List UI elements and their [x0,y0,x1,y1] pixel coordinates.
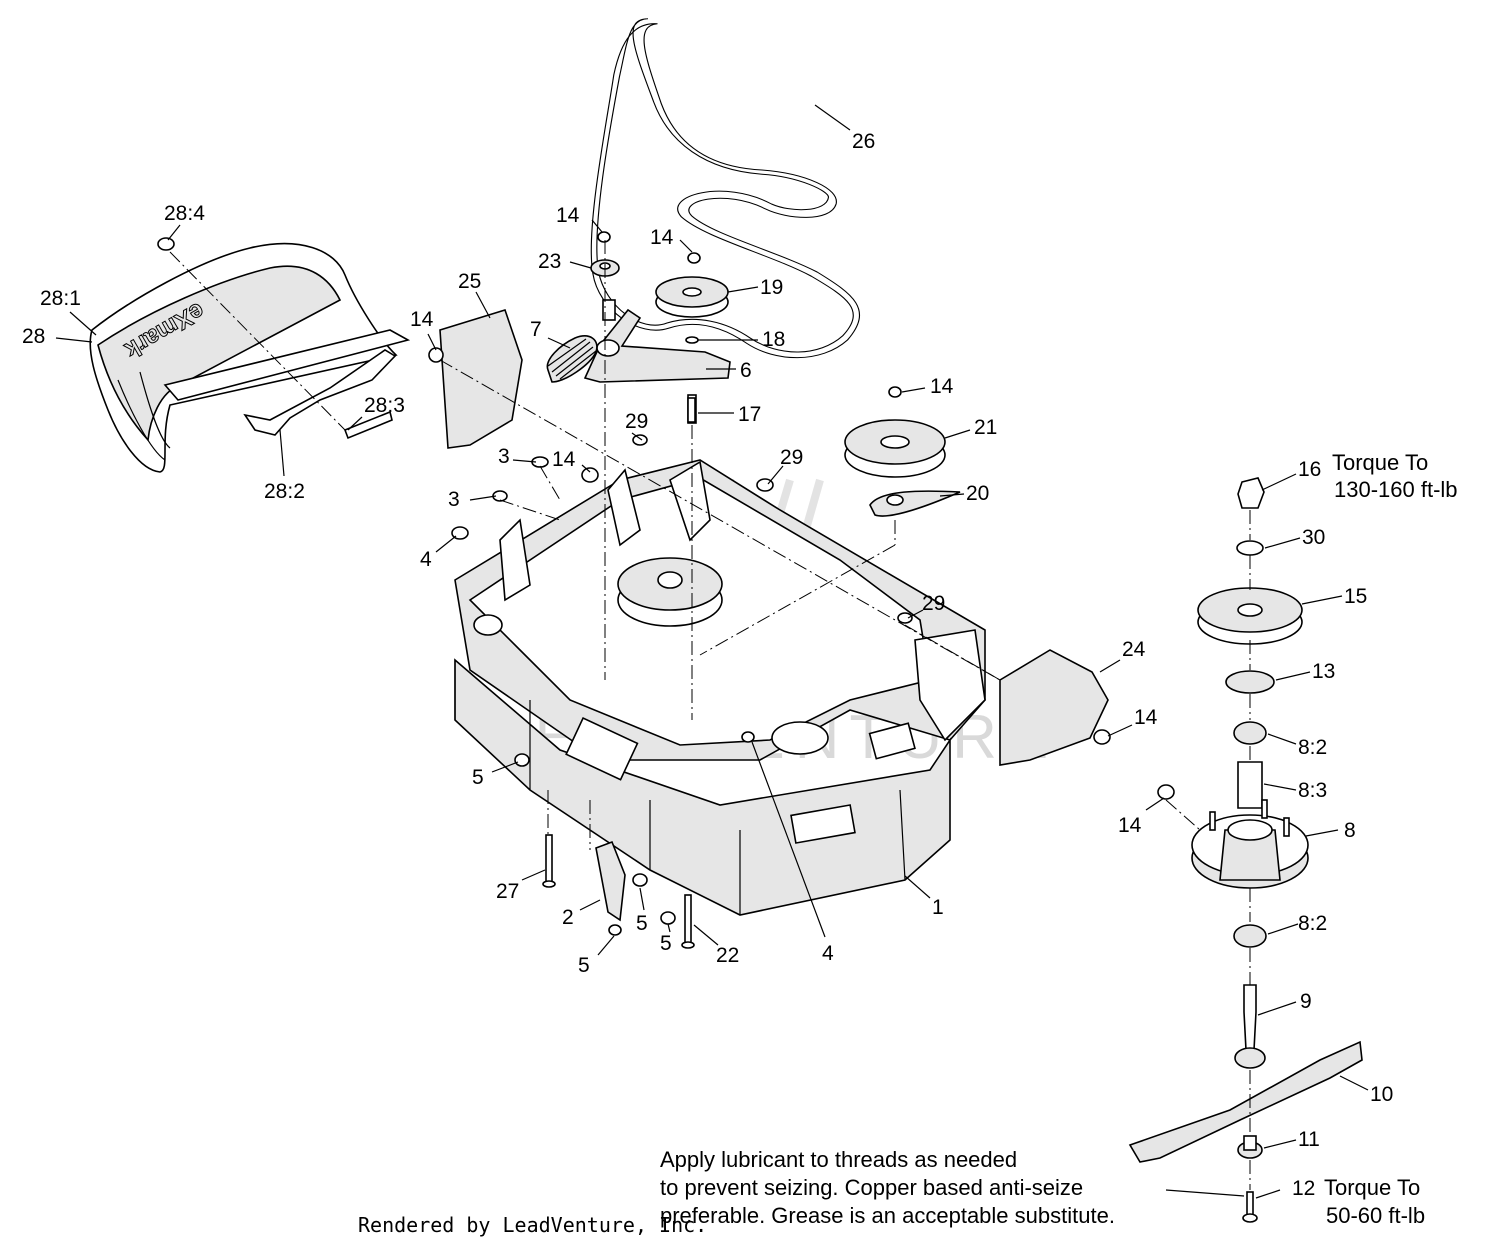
callout-8: 8 [1344,819,1356,842]
extension-spring-7 [546,335,598,383]
callout-8-3: 8:3 [1298,779,1327,802]
bolt-17 [687,397,696,423]
callout-18: 18 [762,328,785,351]
bearing-8-2-upper [1233,721,1267,745]
callout-30: 30 [1302,526,1325,549]
lubricant-note-line3: preferable. Grease is an acceptable subs… [660,1203,1115,1228]
callout-28-3: 28:3 [364,394,405,417]
callout-28-1: 28:1 [40,287,81,310]
callout-17: 17 [738,403,761,426]
callout-14: 14 [1118,814,1142,837]
callout-28-4: 28:4 [164,202,205,225]
callout-25: 25 [458,270,481,293]
callout-19: 19 [760,276,783,299]
callout-12: 12 [1292,1177,1315,1200]
callout-14: 14 [930,375,954,398]
callout-28: 28 [22,325,45,348]
bearing-8-2-lower [1233,924,1267,948]
spacer-13 [1225,670,1275,694]
bolt-22 [681,894,695,949]
spindle-shaft-9 [1234,984,1266,1069]
callout-1: 1 [932,896,944,919]
callout-11: 11 [1298,1128,1320,1151]
callout-29: 29 [922,592,945,615]
pulley-guard-20 [869,490,961,517]
callout-2: 2 [562,906,574,929]
callout-3: 3 [448,488,460,511]
deck-shield-24 [999,649,1109,766]
callout-14: 14 [410,308,434,331]
callout-8-2: 8:2 [1298,912,1327,935]
callout-8-2: 8:2 [1298,736,1327,759]
callout-4: 4 [822,942,834,965]
spindle-pulley-on-deck [617,557,723,627]
callout-5: 5 [578,954,590,977]
mower-deck-1 [454,459,986,916]
callout-16: 16 [1298,458,1321,481]
callout-9: 9 [1300,990,1312,1013]
render-credit: Rendered by LeadVenture, Inc. [358,1213,707,1237]
torque-12-line2: 50-60 ft-lb [1326,1203,1425,1228]
pulley-15 [1197,587,1303,645]
blade-10 [1128,1040,1363,1163]
callout-15: 15 [1344,585,1367,608]
callout-23: 23 [538,250,561,273]
lubricant-note-line1: Apply lubricant to threads as needed [660,1147,1017,1172]
callout-5: 5 [636,912,648,935]
spindle-housing-8 [1191,799,1309,889]
callout-14: 14 [1134,706,1158,729]
callout-14: 14 [650,226,674,249]
nut-16 [1237,477,1265,509]
callout-28-2: 28:2 [264,480,305,503]
callout-4: 4 [420,548,432,571]
callout-24: 24 [1122,638,1146,661]
torque-12-line1: Torque To [1324,1175,1420,1200]
idler-pulley-21 [844,386,946,478]
callout-labels: 26 28:4 28:1 28 28:3 28:2 14 23 14 19 25… [22,130,1393,1200]
callout-29: 29 [625,410,648,433]
washer-30 [1236,540,1264,556]
callout-13: 13 [1312,660,1335,683]
callout-5: 5 [660,932,672,955]
callout-27: 27 [496,880,519,903]
callout-14: 14 [556,204,580,227]
callout-6: 6 [740,359,752,382]
bolt-27 [542,834,556,888]
callout-leaders [55,104,1369,1199]
spacer-8-3 [1237,761,1263,809]
spindle-assembly [1128,477,1363,1223]
torque-16-line1: Torque To [1332,450,1428,475]
idler-pulley-19 [655,252,729,424]
deck-shield-25 [439,309,523,449]
callout-10: 10 [1370,1083,1393,1106]
callout-29: 29 [780,446,803,469]
hardware-set [157,237,1175,936]
discharge-bracket-2 [595,840,626,922]
torque-16-line2: 130-160 ft-lb [1334,477,1458,502]
callout-22: 22 [716,944,739,967]
callout-26: 26 [852,130,875,153]
callout-14: 14 [552,448,576,471]
callout-7: 7 [530,318,542,341]
lubricant-note-line2: to prevent seizing. Copper based anti-se… [660,1175,1083,1200]
hub-11 [1237,1135,1263,1159]
assembly-center-lines [169,240,1251,1190]
callout-21: 21 [974,416,997,439]
bolt-12 [1242,1191,1258,1223]
belt-cover-28: eXmark [89,242,411,473]
callout-20: 20 [966,482,989,505]
callout-5: 5 [472,766,484,789]
callout-3: 3 [498,445,510,468]
